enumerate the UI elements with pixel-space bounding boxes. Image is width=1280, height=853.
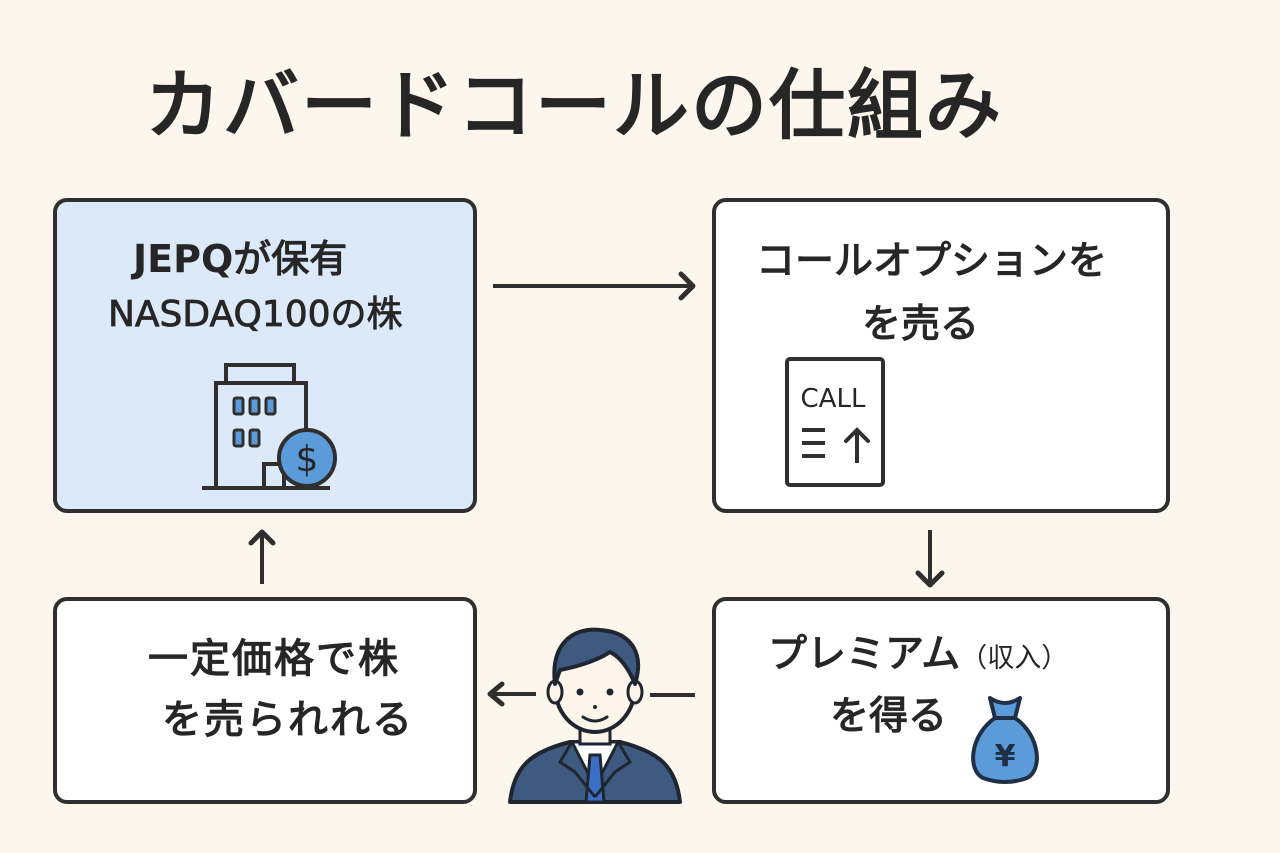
building-dollar-icon: $ <box>202 363 337 490</box>
step-box-called-away <box>53 597 477 804</box>
yen-money-bag-icon: ¥ <box>971 696 1039 784</box>
premium-label: プレミアム <box>768 632 961 677</box>
svg-text:$: $ <box>296 439 319 480</box>
premium-note: （収入） <box>960 643 1069 674</box>
arrow-right-icon <box>493 271 696 301</box>
step-sell-call-line1: コールオプションを <box>756 239 1108 284</box>
arrow-up-icon <box>248 529 276 584</box>
arrow-down-icon <box>915 530 945 588</box>
step-holdings-line2: NASDAQ100の株 <box>108 294 403 335</box>
connector-line <box>650 693 695 697</box>
businessman-icon <box>508 627 682 804</box>
step-holdings-line1: JEPQが保有 <box>133 237 348 281</box>
svg-text:¥: ¥ <box>995 739 1016 774</box>
step-premium-line1: プレミアム（収入） <box>768 635 1068 674</box>
step-called-away-line1: 一定価格で株 <box>148 636 400 682</box>
step-box-premium <box>712 597 1170 804</box>
page-title: カバードコールの仕組み <box>145 61 1003 150</box>
call-document-icon: CALL <box>785 357 885 487</box>
step-sell-call-line2: を売る <box>862 302 980 347</box>
step-called-away-line2: を売られれる <box>162 697 414 743</box>
step-premium-line2: を得る <box>830 694 948 739</box>
arrow-left-icon <box>487 681 536 707</box>
call-label: CALL <box>801 384 866 414</box>
